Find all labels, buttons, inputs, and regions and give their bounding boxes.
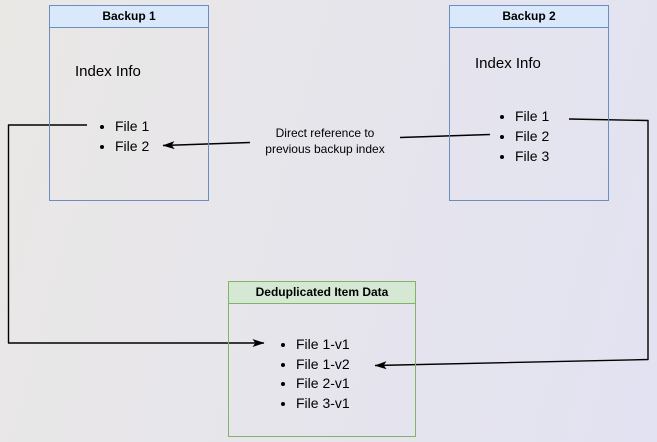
backup1-file-list: File 1 File 2 [98, 116, 149, 156]
file-item: File 1-v1 [296, 335, 350, 355]
node-backup1: Backup 1 Index Info File 1 File 2 [49, 5, 209, 201]
node-backup2: Backup 2 Index Info File 1 File 2 File 3 [449, 5, 609, 201]
node-dedup-data-title: Deduplicated Item Data [229, 282, 415, 304]
file-item: File 2 [115, 136, 149, 156]
file-item: File 3 [515, 146, 549, 166]
backup2-file-list: File 1 File 2 File 3 [498, 106, 549, 166]
node-backup1-subtitle: Index Info [75, 63, 141, 80]
file-item: File 2 [515, 126, 549, 146]
file-item: File 3-v1 [296, 394, 350, 414]
file-item: File 1 [115, 116, 149, 136]
file-item: File 2-v1 [296, 374, 350, 394]
node-backup2-title: Backup 2 [450, 6, 608, 28]
node-dedup-data: Deduplicated Item Data File 1-v1 File 1-… [228, 281, 416, 437]
node-backup2-subtitle: Index Info [475, 55, 541, 72]
dedup-file-list: File 1-v1 File 1-v2 File 2-v1 File 3-v1 [279, 335, 350, 413]
file-item: File 1 [515, 106, 549, 126]
file-item: File 1-v2 [296, 355, 350, 375]
node-backup1-title: Backup 1 [50, 6, 208, 28]
direct-reference-label: Direct reference to previous backup inde… [265, 126, 385, 156]
